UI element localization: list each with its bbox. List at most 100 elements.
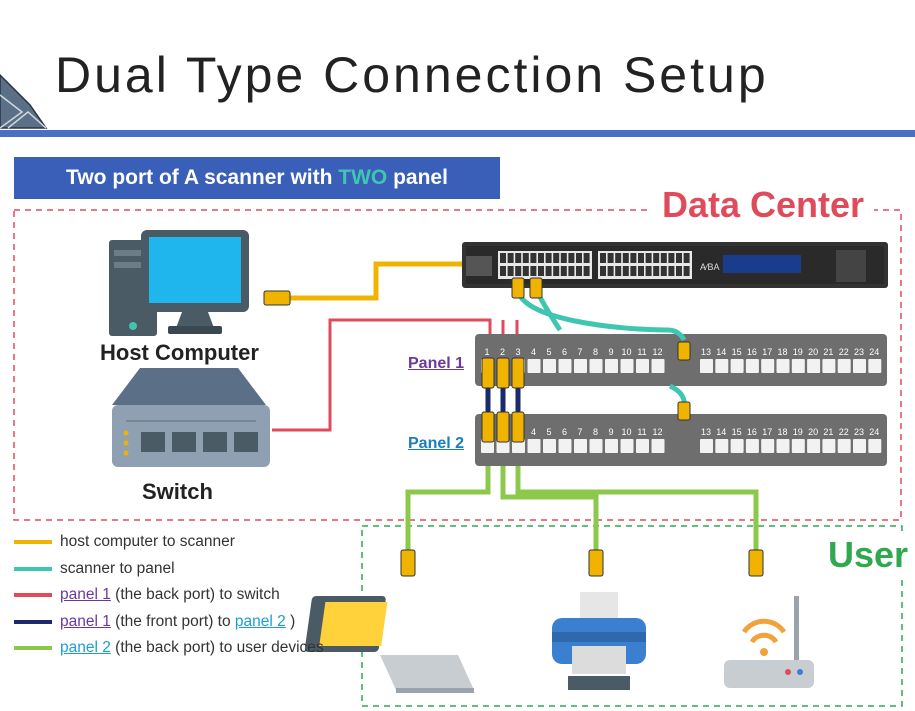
panel-2-port-label: 9 bbox=[608, 427, 613, 437]
panel-2-port bbox=[700, 439, 713, 453]
legend-text-part: ) bbox=[285, 612, 296, 630]
panel-1-port-label: 14 bbox=[716, 347, 726, 357]
panel-1-port bbox=[761, 359, 775, 373]
legend-text: scanner to panel bbox=[60, 558, 175, 580]
panel-1-port-label: 15 bbox=[732, 347, 742, 357]
panel-2-port bbox=[636, 439, 649, 453]
rj45-plug-icon bbox=[263, 290, 291, 306]
panel-2-port bbox=[543, 439, 556, 453]
panel-1-port bbox=[636, 359, 649, 373]
panel-2-port-label: 23 bbox=[854, 427, 864, 437]
panel-2-port bbox=[853, 439, 866, 453]
legend-swatch bbox=[14, 566, 52, 571]
panel-1-port-label: 23 bbox=[854, 347, 864, 357]
panel-2-port bbox=[574, 439, 587, 453]
panel-2-port-label: 4 bbox=[531, 427, 536, 437]
panel-2-label[interactable]: Panel 2 bbox=[408, 435, 465, 452]
panel-1-port-label: 1 bbox=[484, 347, 489, 357]
panel-1-port bbox=[868, 359, 882, 373]
panel-2-port-label: 12 bbox=[652, 427, 662, 437]
panel-1-port-label: 24 bbox=[869, 347, 879, 357]
panel-2-port-label: 13 bbox=[701, 427, 711, 437]
panel-2-port-label: 20 bbox=[808, 427, 818, 437]
panel-2-port bbox=[837, 439, 851, 453]
panel-2-port-label: 19 bbox=[793, 427, 803, 437]
legend-link-panel-1[interactable]: panel 1 bbox=[60, 612, 111, 630]
printer-icon bbox=[552, 592, 646, 690]
scanner-ports bbox=[500, 253, 690, 276]
legend-link-panel-2[interactable]: panel 2 bbox=[234, 612, 286, 630]
legend-text-part: (the back port) to user devices bbox=[110, 639, 324, 656]
switch-label: Switch bbox=[142, 479, 213, 504]
panel-1-port bbox=[822, 359, 836, 373]
panel-2-port-label: 6 bbox=[562, 427, 567, 437]
legend-text-part: host computer to scanner bbox=[60, 533, 235, 550]
legend-link-panel-1[interactable]: panel 1 bbox=[60, 586, 111, 603]
panel-2-port-label: 7 bbox=[577, 427, 582, 437]
panel-2-port bbox=[589, 439, 603, 453]
panel-2-port-label: 5 bbox=[546, 427, 551, 437]
panel-1-port-label: 20 bbox=[808, 347, 818, 357]
laptop-icon bbox=[304, 596, 474, 693]
panel-1-port-label: 8 bbox=[593, 347, 598, 357]
panel-1-port bbox=[791, 359, 805, 373]
subtitle-prefix: Two port of A scanner with bbox=[66, 166, 339, 189]
panel-1-port bbox=[589, 359, 603, 373]
page-title: Dual Type Connection Setup bbox=[55, 47, 769, 103]
logo-icon bbox=[0, 73, 48, 129]
legend-swatch bbox=[14, 619, 52, 624]
cable-panel2-to-router bbox=[515, 466, 759, 552]
panel-2-port bbox=[822, 439, 836, 453]
panel-2-port bbox=[527, 439, 541, 453]
legend-link-panel-2[interactable]: panel 2 bbox=[60, 639, 111, 656]
panel-1-port-label: 11 bbox=[637, 347, 646, 357]
legend-text-part: (the front port) to bbox=[110, 612, 235, 630]
panel-1-port bbox=[527, 359, 541, 373]
panel-2-port-label: 22 bbox=[839, 427, 849, 437]
panel-1-port-label: 2 bbox=[500, 347, 505, 357]
panel-1-port bbox=[807, 359, 821, 373]
panel-1-port-label: 21 bbox=[823, 347, 833, 357]
data-center-label: Data Center bbox=[652, 184, 875, 226]
data-center-boundary bbox=[13, 209, 902, 521]
panel-2-port-label: 21 bbox=[823, 427, 833, 437]
legend-swatch bbox=[14, 593, 52, 597]
scanner-device bbox=[462, 242, 888, 288]
panel-1-port-label: 17 bbox=[762, 347, 772, 357]
subtitle-suffix: panel bbox=[387, 166, 448, 189]
cable-panel2-to-laptop bbox=[405, 466, 491, 552]
panel-2-port bbox=[605, 439, 618, 453]
legend-text: panel 1 (the front port) to panel 2 ) bbox=[60, 611, 295, 633]
panel-2-port-label: 14 bbox=[716, 427, 726, 437]
user-boundary bbox=[361, 525, 903, 707]
panel-2-port bbox=[868, 439, 882, 453]
panel-1-port-label: 6 bbox=[562, 347, 567, 357]
panel-2-port bbox=[651, 439, 665, 453]
panel-1-port bbox=[745, 359, 759, 373]
panel-1-port-label: 18 bbox=[777, 347, 787, 357]
panel-2-port bbox=[776, 439, 790, 453]
legend-swatch bbox=[14, 540, 52, 544]
panel-2-port bbox=[620, 439, 634, 453]
panel-1-port-label: 4 bbox=[531, 347, 536, 357]
wifi-router-icon bbox=[724, 596, 814, 688]
legend-text-part: (the back port) to switch bbox=[110, 586, 280, 603]
panel-2-port bbox=[715, 439, 729, 453]
network-switch-icon bbox=[112, 368, 270, 467]
panel-1-port bbox=[730, 359, 744, 373]
panel-1-label[interactable]: Panel 1 bbox=[408, 355, 465, 372]
panel-2-port bbox=[745, 439, 759, 453]
scanner-brand: A⁄BA bbox=[700, 262, 720, 272]
user-label: User bbox=[822, 534, 915, 576]
title-rule bbox=[0, 130, 915, 137]
legend-text: host computer to scanner bbox=[60, 531, 235, 553]
panel-1-port-label: 16 bbox=[747, 347, 757, 357]
legend-text-part: scanner to panel bbox=[60, 559, 175, 577]
panel-1-port-label: 10 bbox=[621, 347, 631, 357]
panel-2-port bbox=[730, 439, 744, 453]
panel-1-port-label: 12 bbox=[652, 347, 662, 357]
panel-2-port-label: 24 bbox=[869, 427, 879, 437]
panel-1-port bbox=[605, 359, 618, 373]
